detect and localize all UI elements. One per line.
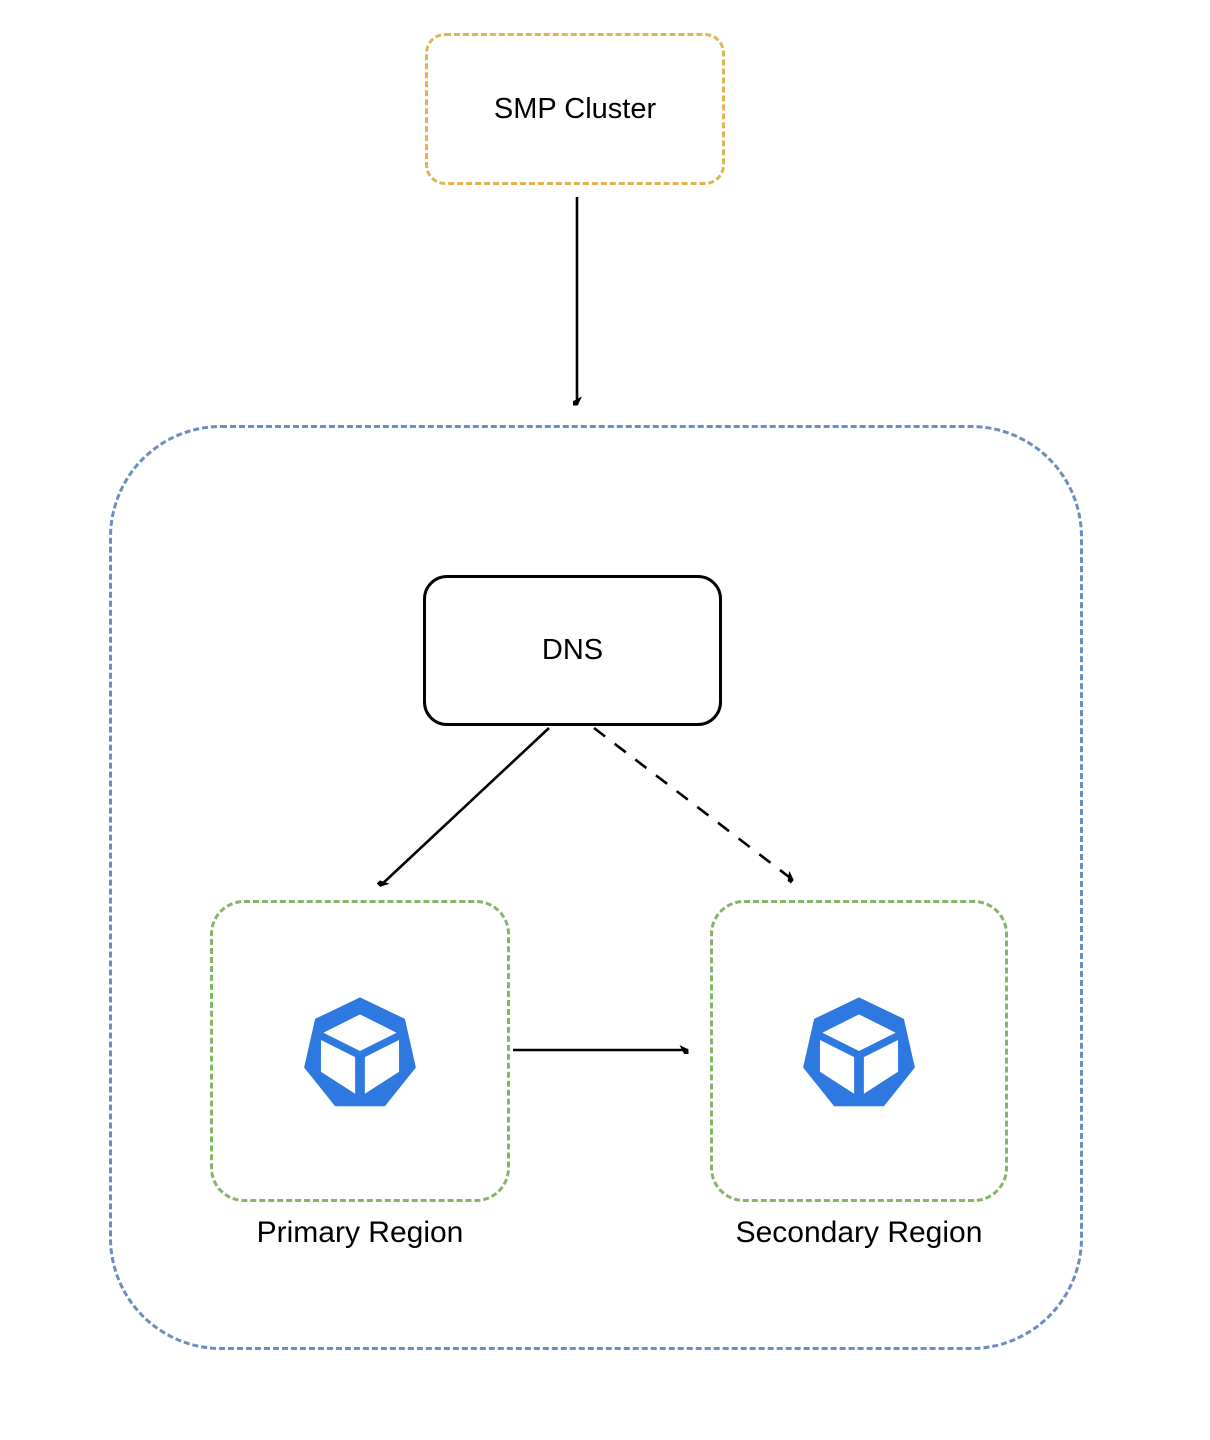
cube-heptagon-icon bbox=[304, 997, 416, 1107]
node-smp-cluster: SMP Cluster bbox=[425, 33, 725, 185]
node-secondary-region bbox=[710, 900, 1008, 1202]
region-group-container bbox=[109, 425, 1083, 1350]
dns-label: DNS bbox=[541, 634, 604, 666]
primary-region-label: Primary Region bbox=[256, 1216, 464, 1249]
node-dns: DNS bbox=[423, 575, 722, 726]
cube-heptagon-icon bbox=[803, 997, 915, 1107]
node-primary-region bbox=[210, 900, 510, 1202]
secondary-region-label: Secondary Region bbox=[735, 1216, 983, 1249]
smp-cluster-label: SMP Cluster bbox=[493, 92, 657, 125]
